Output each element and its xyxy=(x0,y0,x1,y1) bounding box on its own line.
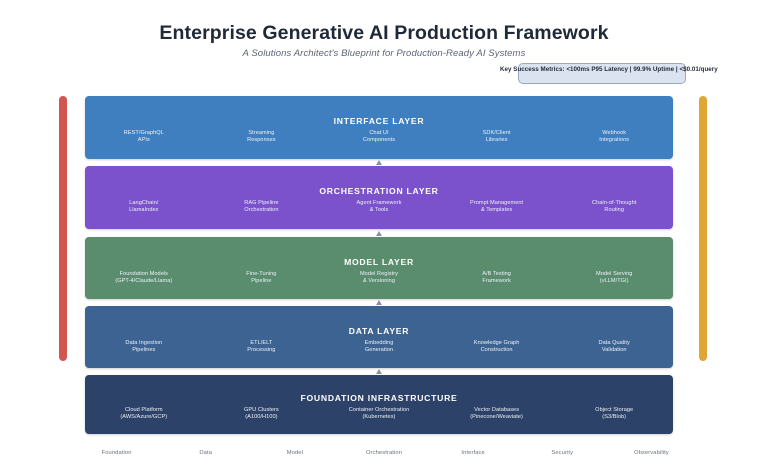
layer-orchestration-layer[interactable]: ORCHESTRATION LAYER LangChain/ LlamaIndex… xyxy=(85,166,673,229)
layer-component[interactable]: GPU Clusters (A100/H100) xyxy=(243,407,279,421)
flow-arrow-up-icon xyxy=(376,300,382,305)
layer-title: MODEL LAYER xyxy=(344,257,414,267)
layer-title: FOUNDATION INFRASTRUCTURE xyxy=(300,393,458,403)
layer-model-layer[interactable]: MODEL LAYER Foundation Models (GPT-4/Clau… xyxy=(85,237,673,299)
key-metrics-text: Key Success Metrics: <100ms P95 Latency … xyxy=(500,66,718,73)
layer-component[interactable]: Foundation Models (GPT-4/Claude/Llama) xyxy=(115,271,173,285)
capability-label: Model xyxy=(286,450,303,456)
layer-title: INTERFACE LAYER xyxy=(333,116,425,126)
left-accent-bar xyxy=(59,96,67,361)
right-accent-bar xyxy=(699,96,707,361)
flow-arrow-up-icon xyxy=(376,160,382,165)
layer-component[interactable]: Model Serving (vLLM/TGI) xyxy=(595,271,633,285)
layer-component[interactable]: Chain-of-Thought Routing xyxy=(592,200,637,214)
layer-component[interactable]: Cloud Platform (AWS/Azure/GCP) xyxy=(120,407,168,421)
layer-component[interactable]: LangChain/ LlamaIndex xyxy=(129,200,159,214)
layer-component[interactable]: Model Registry & Versioning xyxy=(359,271,398,285)
capability-label: Observability xyxy=(634,450,669,456)
layer-component[interactable]: Webhook Integrations xyxy=(599,130,630,144)
layer-component[interactable]: Data Quality Validation xyxy=(598,340,630,354)
key-metrics-box xyxy=(518,63,686,84)
layer-component[interactable]: Vector Databases (Pinecone/Weaviate) xyxy=(470,407,523,421)
capability-label: Foundation xyxy=(101,450,132,456)
layer-component[interactable]: Chat UI Components xyxy=(362,130,396,144)
layer-component[interactable]: A/B Testing Framework xyxy=(482,271,511,285)
layer-component[interactable]: Knowledge Graph Construction xyxy=(473,340,520,354)
page-title: Enterprise Generative AI Production Fram… xyxy=(159,22,609,44)
layer-component[interactable]: Data Ingestion Pipelines xyxy=(125,340,163,354)
layer-component[interactable]: Fine-Tuning Pipeline xyxy=(246,271,277,285)
layer-component[interactable]: Prompt Management & Templates xyxy=(470,200,524,214)
layer-interface-layer[interactable]: INTERFACE LAYER REST/GraphQL APIs Streamin… xyxy=(85,96,673,159)
flow-arrow-up-icon xyxy=(376,369,382,374)
layer-component[interactable]: Embedding Generation xyxy=(364,340,394,354)
layer-component[interactable]: Object Storage (S3/Blob) xyxy=(595,407,634,421)
capability-label: Interface xyxy=(461,450,485,456)
layer-foundation-infrastructure[interactable]: FOUNDATION INFRASTRUCTURE Cloud Platform … xyxy=(85,375,673,434)
capability-label: Data xyxy=(199,450,213,456)
flow-arrow-up-icon xyxy=(376,231,382,236)
layer-component[interactable]: SDK/Client Libraries xyxy=(482,130,511,144)
layer-component[interactable]: Container Orchestration (Kubernetes) xyxy=(348,407,410,421)
layer-component[interactable]: ETL/ELT Processing xyxy=(247,340,276,354)
layer-component[interactable]: RAG Pipeline Orchestration xyxy=(244,200,279,214)
layer-title: ORCHESTRATION LAYER xyxy=(319,186,439,196)
capability-label: Security xyxy=(551,450,574,456)
page-subtitle: A Solutions Architect's Blueprint for Pr… xyxy=(242,48,526,59)
layer-component[interactable]: Agent Framework & Tools xyxy=(356,200,402,214)
layer-title: DATA LAYER xyxy=(348,326,410,336)
capability-label: Orchestration xyxy=(365,450,403,456)
layer-data-layer[interactable]: DATA LAYER Data Ingestion Pipelines ETL/EL… xyxy=(85,306,673,368)
layer-component[interactable]: Streaming Responses xyxy=(247,130,276,144)
layer-component[interactable]: REST/GraphQL APIs xyxy=(123,130,164,144)
